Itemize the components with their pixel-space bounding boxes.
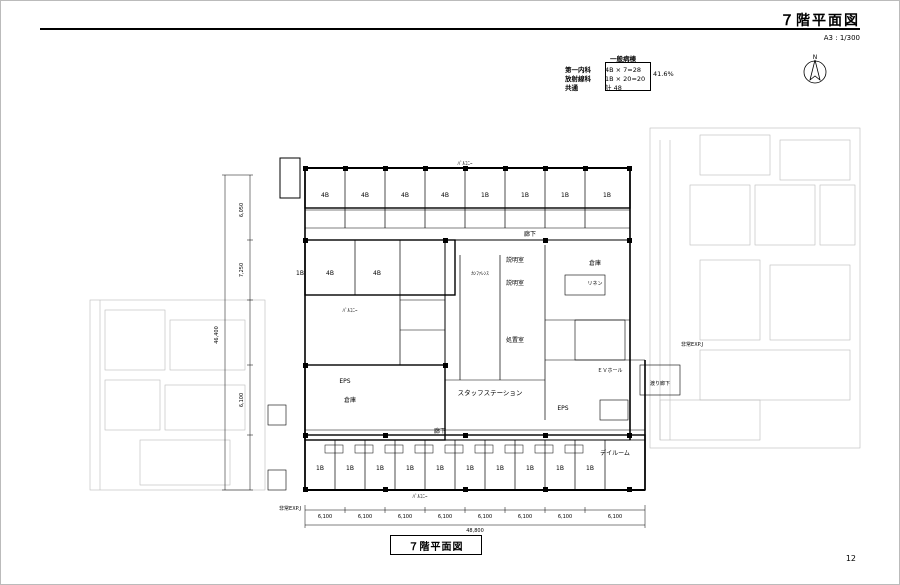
south-room-labels: 1B 1B 1B 1B 1B 1B 1B 1B 1B 1B 4B 4B 1B — [296, 270, 594, 472]
dimension-labels: 6,100 6,100 6,100 6,100 6,100 6,100 6,10… — [214, 203, 622, 534]
legend-heading: 一般病棟 — [610, 55, 636, 63]
emergency-exit-label: 非常EXP.J — [681, 341, 703, 348]
room-label: 1B — [466, 465, 474, 472]
legend-row: 放射線科 1B × 20=20 — [565, 75, 653, 84]
scale-label: A3 : 1/300 — [823, 34, 860, 42]
dimension-lines — [222, 174, 646, 528]
dim-label: 6,100 — [478, 514, 492, 520]
title-rule — [40, 28, 860, 30]
legend-dept: 第一内科 — [565, 66, 591, 74]
conference-label: ｶﾝﾌｧﾚﾝｽ — [471, 271, 489, 277]
room-label: 1B — [556, 465, 564, 472]
legend-dept: 共通 — [565, 84, 578, 92]
bridge-label: 渡り廊下 — [650, 380, 670, 387]
treatment-room-label: 処置室 — [506, 336, 524, 344]
legend-calc: 1B × 20=20 — [605, 75, 646, 83]
page-number: 12 — [845, 554, 856, 563]
balcony-label: ﾊﾞﾙｺﾆｰ — [342, 307, 358, 314]
room-label: 1B — [316, 465, 324, 472]
dim-label: 7,250 — [239, 263, 245, 277]
linen-label: リネン — [587, 281, 602, 287]
emergency-exit-label: 非常EXP.J — [279, 505, 301, 512]
dim-label: 6,100 — [239, 393, 245, 407]
dim-label: 6,100 — [318, 514, 332, 520]
dim-label: 6,100 — [358, 514, 372, 520]
explain-room-label: 説明室 — [506, 279, 524, 287]
room-label: 1B — [561, 192, 569, 199]
legend-ratio: 41.6% — [653, 70, 674, 78]
dim-label: 6,100 — [438, 514, 452, 520]
page-title: ７階平面図 — [780, 13, 860, 29]
room-label: 4B — [401, 192, 409, 199]
dim-total: 46,400 — [214, 326, 220, 344]
legend-box — [605, 62, 651, 91]
room-label: 1B — [603, 192, 611, 199]
room-label: 1B — [296, 270, 304, 277]
room-label: 1B — [436, 465, 444, 472]
room-label: 1B — [376, 465, 384, 472]
storage-label: 倉庫 — [589, 259, 601, 267]
north-label: N — [813, 54, 818, 61]
legend-calc: 計 48 — [605, 84, 622, 92]
room-label: 1B — [526, 465, 534, 472]
legend-row: 第一内科 4B × 7=28 — [565, 66, 653, 75]
main-building-outline — [267, 157, 681, 491]
compass-icon: N — [803, 54, 827, 84]
bed-legend: 一般病棟 第一内科 4B × 7=28 放射線科 1B × 20=20 共通 計… — [565, 55, 674, 93]
room-label: 1B — [346, 465, 354, 472]
dim-total: 48,800 — [466, 528, 484, 534]
room-label: 4B — [373, 270, 381, 277]
corridor-label: 廊下 — [434, 427, 446, 435]
room-label: 1B — [521, 192, 529, 199]
corridor-label: 廊下 — [524, 230, 536, 238]
day-room-label: デイルーム — [600, 449, 630, 457]
neighbor-building-left — [89, 299, 266, 491]
neighbor-building-right — [649, 127, 861, 449]
dim-label: 6,100 — [558, 514, 572, 520]
drawing-caption: ７階平面図 — [390, 535, 482, 555]
eps-label: EPS — [339, 378, 350, 385]
room-label: 4B — [441, 192, 449, 199]
room-label: 4B — [326, 270, 334, 277]
legend-row: 共通 計 48 — [565, 84, 653, 93]
balcony-label: ﾊﾞﾙｺﾆｰ — [457, 160, 473, 167]
storage-label: 倉庫 — [344, 396, 356, 404]
room-label: 4B — [321, 192, 329, 199]
dim-label: 6,100 — [608, 514, 622, 520]
balcony-label: ﾊﾞﾙｺﾆｰ — [412, 493, 428, 500]
room-label: 1B — [496, 465, 504, 472]
eps-label: EPS — [557, 405, 568, 412]
room-label: 1B — [406, 465, 414, 472]
staff-station-label: スタッフステーション — [458, 388, 523, 397]
structural-columns — [303, 166, 632, 492]
room-label: 1B — [481, 192, 489, 199]
dim-label: 6,100 — [518, 514, 532, 520]
central-room-labels: 廊下 廊下 ｶﾝﾌｧﾚﾝｽ 説明室 説明室 スタッフステーション デイルーム リ… — [279, 230, 703, 512]
dim-label: 6,100 — [398, 514, 412, 520]
ev-hall-label: ＥＶホール — [597, 368, 622, 374]
legend-dept: 放射線科 — [565, 75, 591, 83]
room-label: 4B — [361, 192, 369, 199]
dim-label: 6,050 — [239, 203, 245, 217]
north-room-labels: 4B 4B 4B 4B 1B 1B 1B 1B ﾊﾞﾙｺﾆｰ ﾊﾞﾙｺﾆｰ ﾊﾞ… — [321, 160, 611, 500]
room-label: 1B — [586, 465, 594, 472]
legend-calc: 4B × 7=28 — [605, 66, 642, 74]
explain-room-label: 説明室 — [506, 256, 524, 264]
